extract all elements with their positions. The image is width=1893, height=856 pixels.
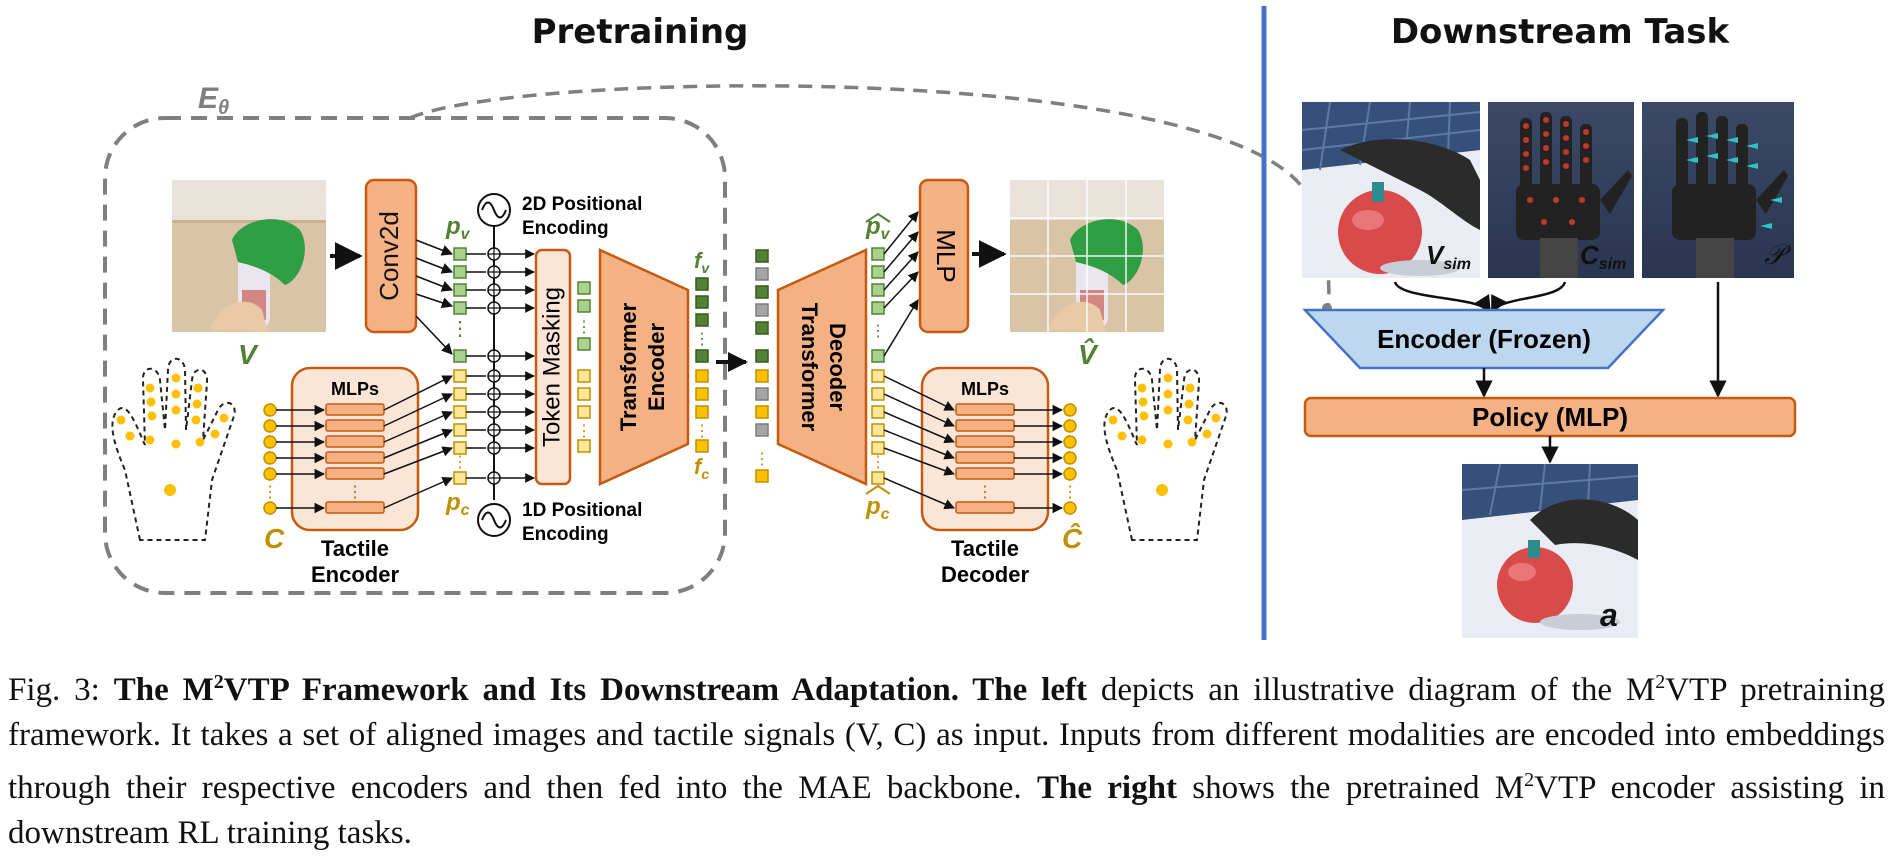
encoder-region [103,116,727,595]
tactile-output-column: ⋮ [1014,403,1078,515]
adder-crosses [488,248,500,484]
pos2d-label-2: Encoding [522,218,609,239]
vertical-dots-pv: ⋮ [450,318,470,340]
symbol-c: C [264,523,285,554]
tactile-encoder-label-2: Encoder [311,562,399,587]
masked-token-column [577,281,591,453]
conv2d-block [364,178,418,334]
caption-text-2: shows the pretrained M2VTP encoder assis… [8,769,1886,851]
symbol-c-hat: Ĉ [1062,522,1083,554]
encoded-feature-column [695,277,709,453]
svg-text:⋮: ⋮ [870,454,886,471]
caption-bold-title: The M2VTP Framework and Its Downstream A… [113,671,1087,708]
symbol-pc-hat: pc [865,493,890,523]
tactile-hand-right [1103,357,1228,541]
symbol-vsim: Vsim [1426,240,1471,273]
caption-fig-label: Fig. 3: [8,672,100,708]
svg-text:⋮: ⋮ [1062,484,1078,501]
pc-to-tactile-decoder-arrows [883,375,955,510]
conv2d-label: Conv2d [374,211,404,301]
svg-text:⋮: ⋮ [694,331,710,348]
svg-text:⋮: ⋮ [262,484,278,501]
frozen-encoder-block [1302,308,1666,370]
decoder-to-mlp-arrows [883,211,919,357]
pos2d-label-1: 2D Positional [522,194,642,215]
transformer-decoder-block [776,248,868,486]
tactile-decoder-mlp-rows [955,403,1015,514]
mlp-block [918,178,970,334]
tactile-input-column: ⋮ [262,403,326,515]
caption-text-1: depicts an illustrative diagram of the M… [8,671,1885,806]
symbol-pv-hat: pv [865,213,891,243]
token-masking-block [534,248,572,486]
pretraining-title: Pretraining [531,12,749,52]
figure: Pretraining Downstream Task Eθ [103,6,1797,640]
arrow-vsim-to-encoder [1393,281,1492,314]
svg-text:⋮: ⋮ [694,423,710,440]
pos1d-label-2: Encoding [522,524,609,545]
tactile-encoder-label-1: Tactile [321,536,389,561]
tactile-decoder-label-1: Tactile [951,536,1019,561]
arrow-csim-to-encoder [1490,281,1567,314]
token-masking-label: Token Masking [538,287,565,447]
transformer-decoder-label-2: Decoder [825,323,850,411]
caption-bold-right: The right [1036,770,1177,806]
sim-image-vsim [1301,101,1481,278]
reconstructed-image [1010,180,1164,332]
svg-text:⋮: ⋮ [977,484,993,501]
tactile-encoder-dots: ⋮ [347,484,363,501]
tactile-encoder-arrows [383,375,453,509]
encoder-symbol: Eθ [198,82,229,119]
tactile-decoder-label-2: Decoder [941,562,1029,587]
symbol-fv: fv [694,248,710,276]
masked-dots: ⋮ [576,319,592,336]
sim-image-action [1461,463,1639,638]
symbol-action: a [1600,597,1618,633]
symbol-pv: pv [445,213,471,243]
transformer-decoder-label-1: Transformer [797,303,822,432]
symbol-csim: Csim [1580,240,1626,273]
symbol-v: V [238,339,259,370]
downstream-title: Downstream Task [1390,12,1730,52]
figure-caption: Fig. 3: The M2VTP Framework and Its Down… [8,660,1885,856]
symbol-v-hat: V̂ [1078,338,1099,370]
framework-diagram: Eθ V Conv2d [103,6,1797,640]
symbol-fc: fc [694,454,709,482]
tactile-decoder-mlps-label: MLPs [961,379,1009,399]
tactile-encoder-mlp-rows [325,403,385,514]
transformer-encoder-label-2: Encoder [644,323,669,411]
token-to-adder-arrows [466,249,535,483]
decoder-output-pv [871,247,885,363]
pos1d-label-1: 1D Positional [522,500,642,521]
sim-image-csim [1488,102,1634,278]
tactile-hand-left [111,357,236,541]
mlp-label: MLP [931,229,961,282]
encoder-link-curve [409,84,1331,309]
tactile-encoder-mlps-label: MLPs [331,379,379,399]
symbol-pc: pc [445,489,470,519]
frozen-encoder-label: Encoder (Frozen) [1377,324,1591,354]
sim-image-proprio [1642,102,1794,278]
token-column-pv [453,247,467,363]
masked-dots-2: ⋮ [576,423,592,440]
decoder-input-column [755,249,769,483]
input-image [172,180,326,332]
transformer-encoder-block [598,248,690,486]
svg-text:⋮: ⋮ [754,451,770,468]
token-column-pc [453,369,467,485]
conv-arrows [415,239,454,355]
vertical-dots-pc: ⋮ [452,454,468,471]
svg-text:⋮: ⋮ [870,323,886,340]
decoder-output-pc [871,369,885,485]
policy-label: Policy (MLP) [1472,402,1628,432]
transformer-encoder-label-1: Transformer [616,302,641,431]
